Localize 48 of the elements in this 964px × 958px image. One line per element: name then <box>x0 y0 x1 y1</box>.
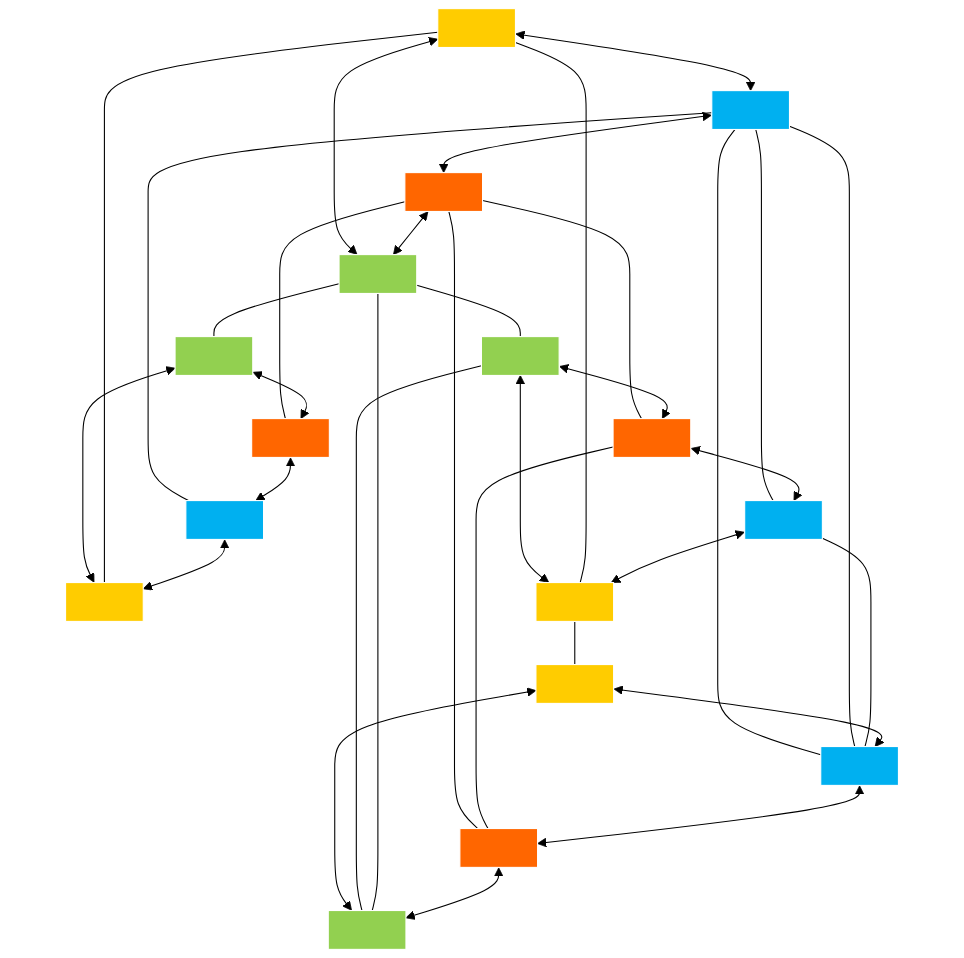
arrow <box>405 867 504 920</box>
node-box <box>338 254 418 294</box>
arrow <box>610 530 745 583</box>
arrow <box>393 211 429 256</box>
arrow <box>515 30 756 92</box>
node-box <box>535 664 615 704</box>
connector <box>788 125 856 748</box>
node-box <box>459 828 539 868</box>
arrow <box>515 375 550 583</box>
connector <box>213 283 340 338</box>
node-box <box>174 336 254 376</box>
connector <box>514 42 587 584</box>
connector <box>279 201 406 420</box>
connector <box>355 365 482 912</box>
arrow <box>690 446 803 501</box>
arrow <box>142 539 230 591</box>
connector <box>416 284 521 338</box>
connector <box>103 31 439 584</box>
node-box <box>480 336 560 376</box>
node-box <box>437 8 516 48</box>
arrow <box>334 687 537 911</box>
connector <box>147 112 713 502</box>
node-box <box>65 582 144 622</box>
node-box <box>327 910 407 950</box>
node-box <box>612 418 692 458</box>
connector <box>717 128 822 756</box>
connector <box>371 292 379 912</box>
node-box <box>404 172 484 212</box>
arrow <box>438 111 712 174</box>
arrow <box>537 785 865 848</box>
node-box <box>820 746 899 786</box>
arrow <box>252 371 310 419</box>
connector <box>755 128 774 502</box>
connector <box>448 210 479 830</box>
connector <box>821 537 872 748</box>
connector <box>475 446 614 830</box>
node-box <box>744 500 823 540</box>
connector <box>574 620 576 666</box>
arrow <box>559 364 671 419</box>
node-box <box>251 418 330 458</box>
arrow <box>82 366 176 583</box>
node-box <box>535 582 615 622</box>
node-box <box>185 500 265 540</box>
arrow <box>255 457 296 501</box>
node-box <box>711 90 790 130</box>
arrow <box>613 685 885 747</box>
connector <box>482 200 642 420</box>
arrow <box>333 37 439 255</box>
